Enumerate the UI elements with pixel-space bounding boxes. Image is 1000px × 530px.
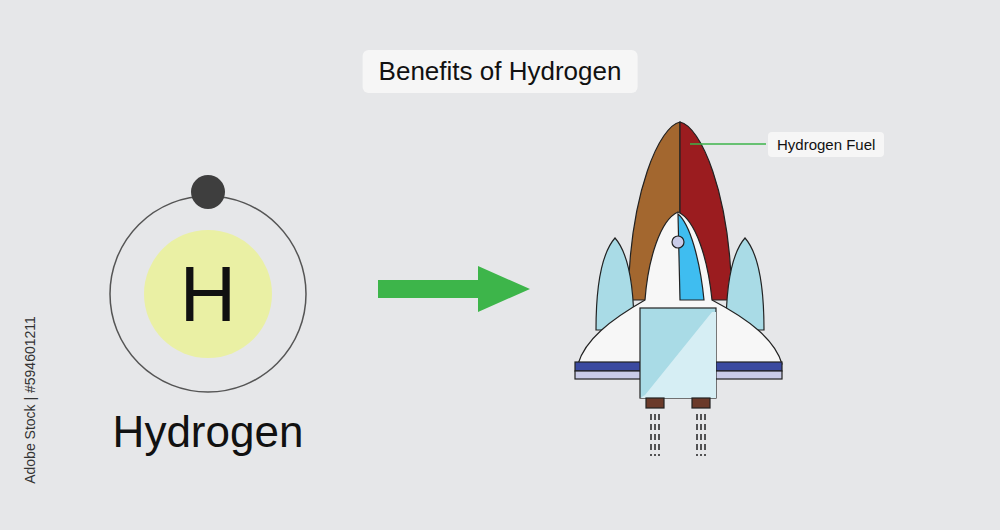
element-symbol: H (110, 255, 306, 333)
title: Benefits of Hydrogen (379, 56, 622, 87)
title-box: Benefits of Hydrogen (363, 50, 638, 93)
electron (191, 175, 225, 209)
exhaust (651, 414, 705, 456)
green-arrow (378, 266, 530, 312)
watermark: Adobe Stock | #594601211 (22, 316, 38, 484)
electron-orbit (110, 196, 306, 392)
label-box: Hydrogen Fuel (768, 132, 884, 157)
element-name: Hydrogen (110, 410, 306, 454)
leader-line (690, 143, 766, 145)
callout-label: Hydrogen Fuel (777, 136, 875, 153)
rocket (575, 122, 782, 408)
atom-node: H Hydrogen (110, 196, 306, 466)
